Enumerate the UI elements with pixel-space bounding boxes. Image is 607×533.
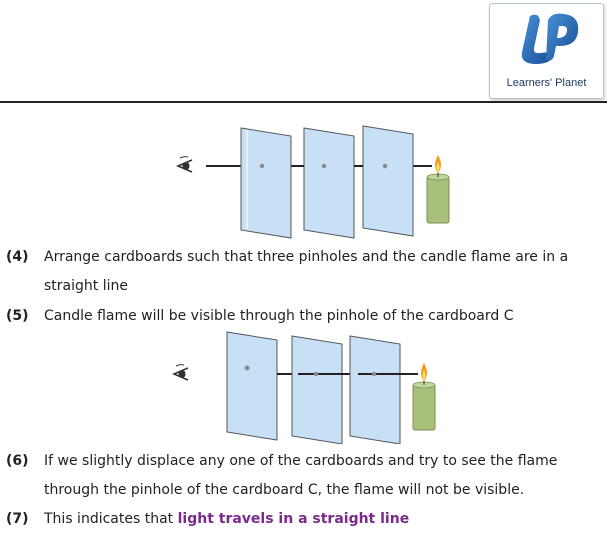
logo-name: Learners' Planet bbox=[506, 77, 587, 89]
cardboard-c bbox=[362, 125, 414, 237]
pinhole-b bbox=[313, 371, 319, 377]
aligned-pinholes-diagram bbox=[175, 125, 450, 239]
cardboard-b bbox=[291, 335, 343, 444]
cardboard-c bbox=[349, 335, 401, 444]
cardboard-b bbox=[303, 127, 355, 239]
step-number: (6) bbox=[6, 453, 29, 469]
lp-monogram-icon bbox=[521, 13, 579, 64]
conclusion-highlight: light travels in a straight line bbox=[177, 511, 410, 527]
pinhole-b bbox=[321, 163, 327, 169]
step-number: (4) bbox=[6, 249, 29, 265]
pinhole-a bbox=[259, 163, 265, 169]
conclusion-prefix: This indicates that bbox=[44, 511, 178, 527]
pinhole-c bbox=[382, 163, 388, 169]
step-text-continued: through the pinhole of the cardboard C, … bbox=[44, 482, 525, 498]
displaced-cardboard-diagram bbox=[171, 331, 436, 444]
pinhole-a bbox=[244, 365, 250, 371]
step-text-continued: straight line bbox=[44, 278, 128, 294]
step-text: This indicates that light travels in a s… bbox=[44, 505, 409, 533]
learners-planet-logo: Learners' Planet bbox=[489, 3, 604, 99]
step-number: (7) bbox=[6, 511, 29, 527]
cardboard-a bbox=[240, 127, 292, 239]
step-text: Candle flame will be visible through the… bbox=[44, 308, 514, 324]
header-divider bbox=[0, 101, 607, 103]
candle-icon bbox=[412, 363, 436, 431]
cardboard-a-displaced bbox=[226, 331, 278, 441]
step-text: If we slightly displace any one of the c… bbox=[44, 453, 558, 469]
eye-icon bbox=[171, 364, 189, 381]
step-text: Arrange cardboards such that three pinho… bbox=[44, 249, 569, 265]
step-number: (5) bbox=[6, 308, 29, 324]
pinhole-c bbox=[371, 371, 377, 377]
eye-icon bbox=[175, 156, 193, 173]
candle-icon bbox=[426, 155, 450, 224]
